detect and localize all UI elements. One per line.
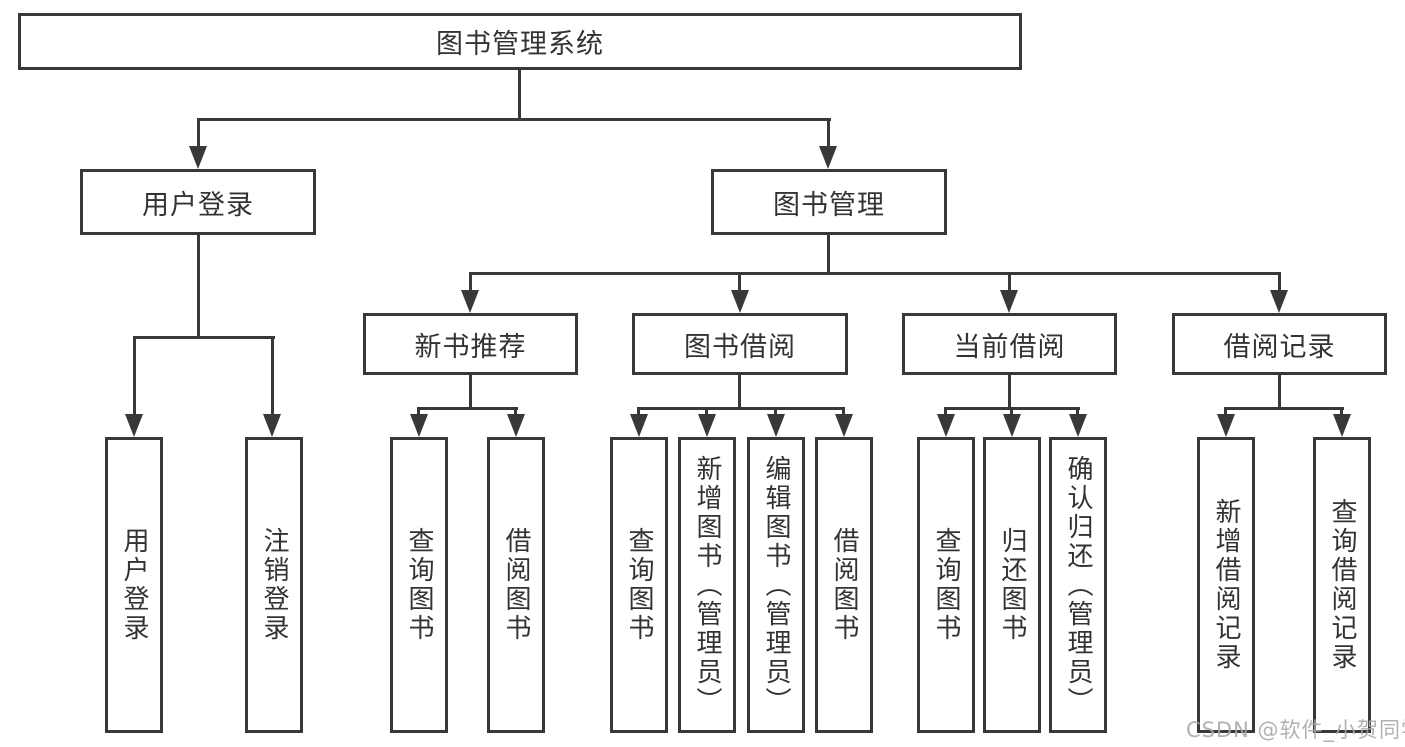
arrowhead-icon	[819, 146, 837, 169]
leaf-label: 查询图书	[931, 527, 961, 643]
leaf-label: 查询借阅记录	[1327, 498, 1357, 672]
connector-line	[638, 407, 845, 410]
connector-line	[738, 272, 741, 292]
node-label: 当前借阅	[953, 331, 1066, 363]
leaf-return-book: 归还图书	[983, 437, 1041, 733]
connector-line	[197, 235, 200, 339]
leaf-label: 用户登录	[119, 527, 149, 643]
connector-line	[417, 407, 420, 416]
arrowhead-icon	[125, 414, 143, 437]
arrowhead-icon	[507, 414, 525, 437]
leaf-label: 归还图书	[997, 527, 1027, 643]
leaf-label: 新增图书（管理员）	[692, 454, 722, 716]
leaf-label: 借阅图书	[501, 527, 531, 643]
arrowhead-icon	[1000, 290, 1018, 313]
node-user-login: 用户登录	[80, 169, 316, 235]
leaf-label: 查询图书	[624, 527, 654, 643]
leaf-add-borrow-record: 新增借阅记录	[1197, 437, 1255, 733]
node-book-management: 图书管理	[711, 169, 947, 235]
leaf-borrow-books-borrow: 借阅图书	[815, 437, 873, 733]
arrowhead-icon	[1333, 414, 1351, 437]
leaf-label: 注销登录	[259, 527, 289, 643]
connector-line	[469, 375, 472, 410]
connector-line	[1010, 407, 1013, 416]
node-label: 图书管理	[773, 189, 885, 221]
csdn-watermark: CSDN @软件_小贺同学	[1186, 718, 1405, 742]
connector-line	[1076, 407, 1079, 416]
leaf-add-book-admin: 新增图书（管理员）	[678, 437, 736, 733]
leaf-label: 借阅图书	[829, 527, 859, 643]
connector-line	[469, 272, 472, 292]
connector-line	[133, 336, 136, 414]
arrowhead-icon	[731, 290, 749, 313]
leaf-user-login: 用户登录	[105, 437, 163, 733]
leaf-query-books-new: 查询图书	[390, 437, 448, 733]
connector-line	[1008, 272, 1011, 292]
arrowhead-icon	[1069, 414, 1087, 437]
connector-line	[637, 407, 640, 416]
connector-line	[271, 336, 274, 414]
arrowhead-icon	[630, 414, 648, 437]
leaf-query-books-current: 查询图书	[917, 437, 975, 733]
leaf-edit-book-admin: 编辑图书（管理员）	[747, 437, 805, 733]
node-new-book-recommendation: 新书推荐	[363, 313, 578, 375]
node-label: 图书借阅	[684, 331, 796, 363]
connector-line	[944, 407, 947, 416]
node-borrowing-records: 借阅记录	[1172, 313, 1387, 375]
connector-line	[705, 407, 708, 416]
leaf-borrow-books-new: 借阅图书	[487, 437, 545, 733]
node-current-borrowing: 当前借阅	[902, 313, 1117, 375]
connector-line	[842, 407, 845, 416]
arrowhead-icon	[1003, 414, 1021, 437]
connector-line	[133, 336, 275, 339]
leaf-label: 确认归还（管理员）	[1063, 454, 1093, 716]
connector-line	[827, 235, 830, 275]
arrowhead-icon	[698, 414, 716, 437]
connector-line	[514, 407, 517, 416]
node-label: 新书推荐	[414, 331, 527, 363]
leaf-query-books-borrow: 查询图书	[610, 437, 668, 733]
node-book-borrowing: 图书借阅	[632, 313, 848, 375]
connector-line	[1278, 375, 1281, 410]
leaf-label: 新增借阅记录	[1211, 498, 1241, 672]
connector-line	[1224, 407, 1344, 410]
arrowhead-icon	[263, 414, 281, 437]
leaf-label: 查询图书	[404, 527, 434, 643]
node-label: 借阅记录	[1223, 331, 1336, 363]
arrowhead-icon	[189, 146, 207, 169]
arrowhead-icon	[835, 414, 853, 437]
leaf-confirm-return-admin: 确认归还（管理员）	[1049, 437, 1107, 733]
connector-line	[1340, 407, 1343, 416]
connector-line	[469, 272, 1281, 275]
node-library-management-system: 图书管理系统	[18, 13, 1022, 70]
connector-line	[827, 118, 830, 146]
arrowhead-icon	[461, 290, 479, 313]
connector-line	[418, 407, 518, 410]
leaf-query-borrow-record: 查询借阅记录	[1313, 437, 1371, 733]
arrowhead-icon	[767, 414, 785, 437]
leaf-label: 编辑图书（管理员）	[761, 454, 791, 716]
connector-line	[774, 407, 777, 416]
connector-line	[197, 118, 200, 146]
connector-line	[197, 118, 831, 121]
arrowhead-icon	[1217, 414, 1235, 437]
arrowhead-icon	[1270, 290, 1288, 313]
arrowhead-icon	[410, 414, 428, 437]
connector-line	[518, 69, 521, 121]
connector-line	[1278, 272, 1281, 292]
node-label: 用户登录	[142, 189, 254, 221]
node-label: 图书管理系统	[436, 29, 604, 60]
connector-line	[1008, 375, 1011, 410]
connector-line	[738, 375, 741, 410]
arrowhead-icon	[937, 414, 955, 437]
connector-line	[1224, 407, 1227, 416]
leaf-logout: 注销登录	[245, 437, 303, 733]
